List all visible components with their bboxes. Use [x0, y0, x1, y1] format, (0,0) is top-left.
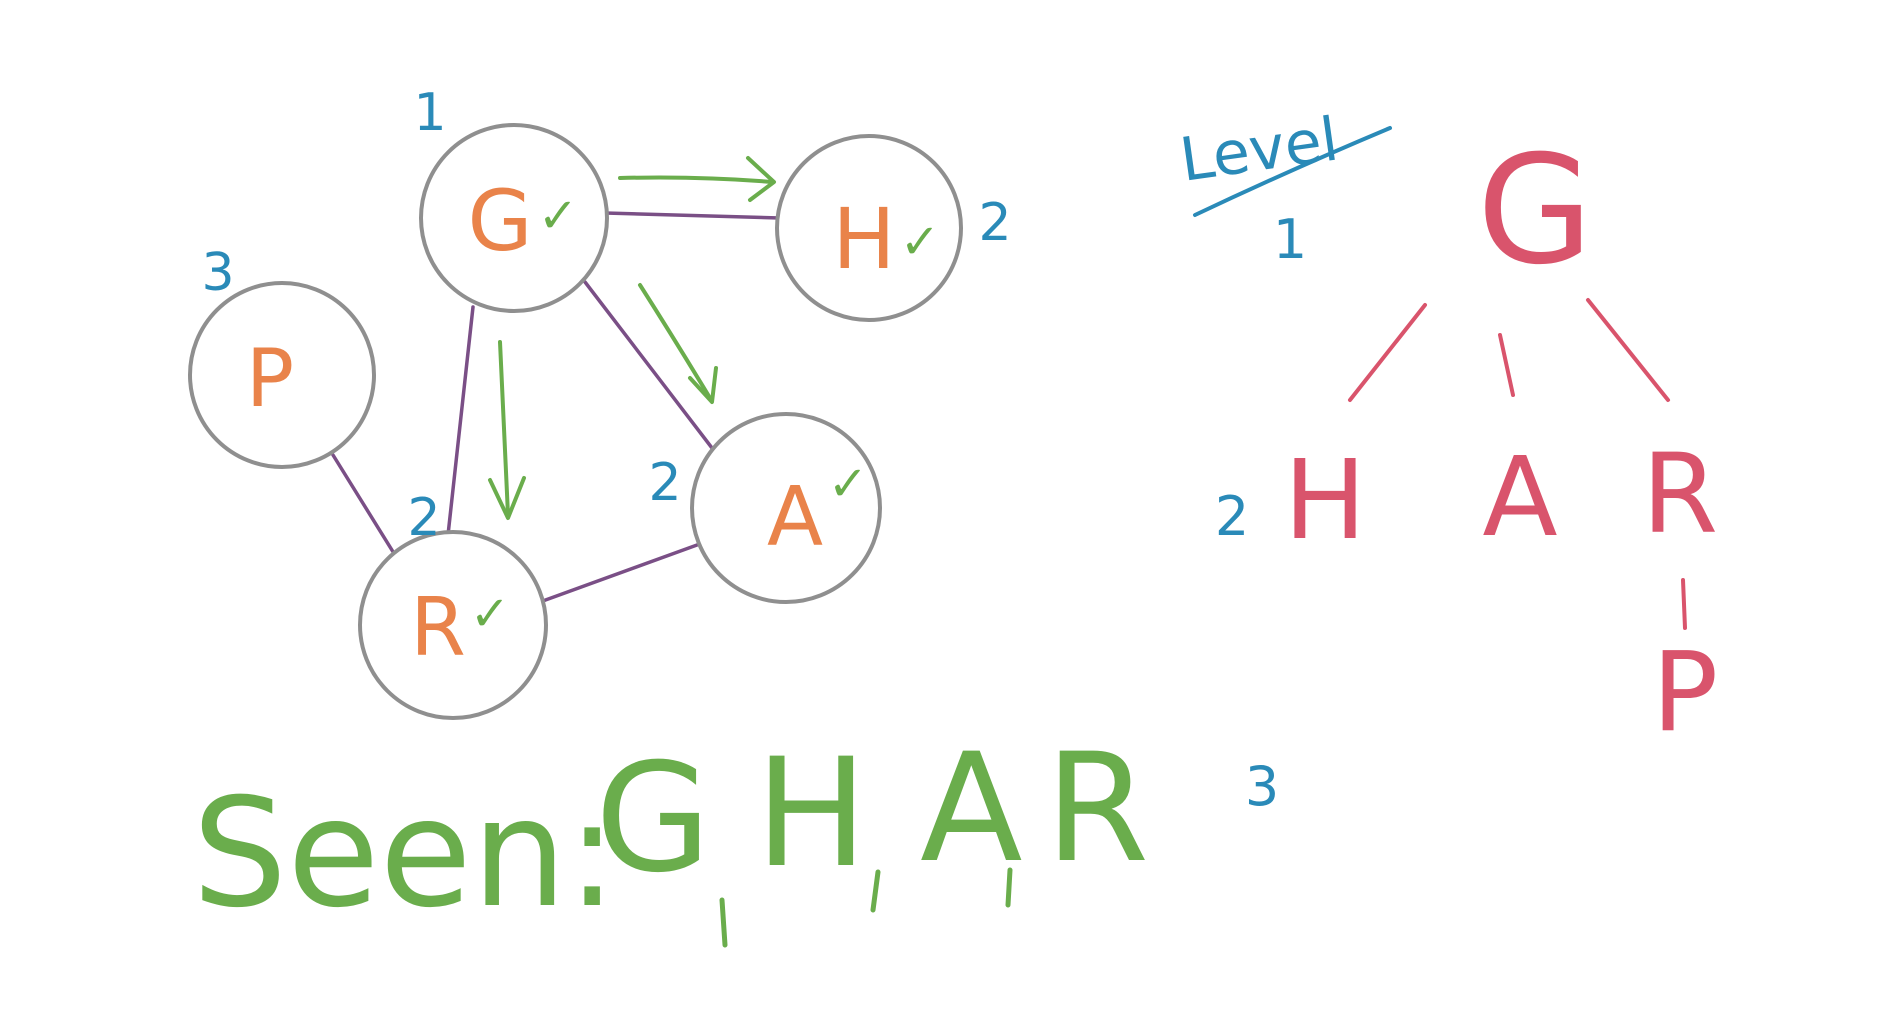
node-p: P — [188, 281, 376, 469]
tree-child-a: A — [1482, 433, 1557, 561]
node-g: G ✓ — [419, 123, 609, 313]
tree-edge-g-r — [1586, 298, 1670, 402]
node-a-label: A — [767, 470, 823, 565]
seen-item-h: H — [755, 727, 868, 901]
tree-root: G — [1477, 124, 1593, 298]
tree-child-r: R — [1642, 430, 1718, 558]
node-h: H ✓ — [775, 134, 963, 322]
tree-child-h: H — [1284, 436, 1367, 564]
seen-item-g: G — [595, 732, 711, 906]
node-p-level: 3 — [201, 243, 234, 303]
tree-level-3: 3 — [1245, 755, 1279, 818]
traversal-arrows — [488, 156, 776, 520]
tree-edges — [1348, 298, 1687, 630]
node-r-label: R — [410, 581, 466, 674]
tree-nodes: G H A R P — [1284, 124, 1719, 756]
seen-list: Seen: G H A R — [192, 722, 1149, 941]
seen-separator — [870, 869, 881, 913]
edge-g-h — [603, 211, 782, 220]
tree-edge-g-a — [1498, 333, 1515, 397]
node-a: A ✓ — [690, 412, 882, 604]
node-h-label: H — [832, 190, 895, 288]
node-h-check: ✓ — [900, 214, 940, 270]
seen-prefix: Seen: — [192, 767, 617, 941]
node-p-label: P — [246, 332, 294, 425]
edge-g-a — [583, 280, 714, 450]
node-r-level: 2 — [407, 488, 440, 548]
arrow-g-to-h — [618, 156, 776, 202]
tree-heading-underline — [1193, 126, 1392, 217]
node-g-label: G — [467, 172, 532, 270]
arrow-g-to-a — [638, 283, 718, 404]
graph-edges — [331, 211, 782, 604]
node-a-check: ✓ — [828, 456, 868, 512]
seen-item-r: R — [1045, 722, 1149, 896]
tree-heading: Level — [1176, 104, 1392, 217]
edge-p-r — [331, 453, 397, 557]
seen-item-a: A — [920, 722, 1023, 896]
tree-grandchild-p: P — [1652, 628, 1718, 756]
node-r: R ✓ — [358, 530, 548, 720]
seen-separators — [719, 867, 1013, 948]
seen-separator — [1005, 867, 1013, 908]
tree-heading-label: Level — [1176, 104, 1343, 195]
node-level-labels: 1 2 3 2 2 — [201, 83, 1011, 548]
tree-level-1: 1 — [1273, 208, 1307, 271]
node-g-level: 1 — [413, 83, 446, 143]
node-r-check: ✓ — [470, 586, 510, 642]
tree-level-2: 2 — [1215, 485, 1249, 548]
seen-separator — [719, 897, 728, 948]
tree-edge-g-h — [1348, 303, 1427, 402]
tree-edge-r-p — [1681, 578, 1687, 630]
arrow-g-to-r — [488, 340, 526, 520]
graph-nodes: G ✓ H ✓ P R ✓ A ✓ — [188, 123, 963, 720]
tree-level-labels: 1 2 3 — [1215, 208, 1307, 818]
edge-r-a — [538, 543, 699, 604]
node-g-check: ✓ — [538, 188, 578, 244]
edge-g-r — [446, 305, 475, 537]
node-h-level: 2 — [978, 193, 1011, 253]
node-a-level: 2 — [648, 453, 681, 513]
